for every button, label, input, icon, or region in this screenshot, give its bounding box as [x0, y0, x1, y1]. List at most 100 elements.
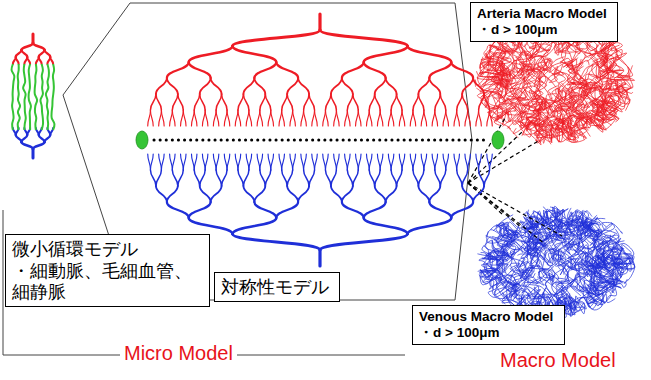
vessel — [568, 226, 597, 259]
vessel-branch — [172, 170, 177, 186]
vessel-branch — [150, 94, 155, 110]
vessel-branch — [364, 62, 386, 78]
vessel-branch — [222, 94, 227, 110]
vessel-branch — [408, 218, 452, 234]
vessel-branch — [457, 94, 462, 110]
vessel-branch — [429, 202, 451, 218]
vessel-branch — [484, 94, 489, 110]
vessel-branch — [243, 94, 248, 110]
vessel-branch — [167, 202, 189, 218]
box-text: Venous Macro Model — [419, 309, 553, 325]
vessel-branch — [161, 110, 164, 126]
vessel-branch — [331, 94, 336, 110]
vessel-branch — [325, 154, 328, 170]
vessel-branch — [161, 154, 164, 170]
micro-unit-figure — [12, 34, 55, 158]
vessel-branch — [243, 170, 248, 186]
mapping-line — [468, 183, 562, 236]
vessel-branch — [50, 57, 53, 64]
vessel-branch — [227, 154, 230, 170]
vessel — [553, 123, 575, 137]
vessel-branch — [200, 78, 211, 94]
vessel-branch — [451, 62, 473, 78]
vessel — [542, 98, 561, 131]
vessel-branch — [391, 154, 394, 170]
vessel — [577, 101, 607, 124]
vessel-branch — [369, 110, 372, 126]
vessel-branch — [216, 110, 219, 126]
vessel-branch — [440, 170, 445, 186]
vessel-branch — [331, 78, 342, 94]
vessel-branch — [249, 110, 252, 126]
vessel-branch — [479, 154, 482, 170]
vessel-branch — [271, 154, 274, 170]
vessel-branch — [189, 62, 211, 78]
vessel-branch — [462, 170, 467, 186]
vessel — [567, 261, 589, 282]
vessel-branch — [391, 170, 396, 186]
vessel — [520, 60, 549, 76]
vessel-branch — [233, 46, 277, 62]
vessel — [569, 71, 586, 103]
vessel-branch — [22, 135, 28, 142]
vessel-branch — [282, 154, 285, 170]
vessel-branch — [304, 154, 307, 170]
vessel — [524, 225, 552, 249]
vessel — [534, 66, 560, 86]
capillary-row — [136, 131, 504, 149]
vessel-branch — [222, 170, 227, 186]
vessel-branch — [473, 78, 484, 94]
vessel-branch — [200, 186, 211, 202]
vessel — [562, 281, 585, 314]
vessel-branch — [45, 50, 51, 57]
capillary — [35, 64, 38, 130]
vessel — [479, 60, 517, 76]
vessel-branch — [446, 110, 449, 126]
vessel — [561, 225, 575, 246]
vessel-branch — [39, 57, 42, 64]
vessel-branch — [375, 78, 386, 94]
vessel-branch — [320, 30, 408, 46]
vessel-branch — [408, 46, 452, 62]
vessel — [495, 55, 523, 90]
vessel-branch — [227, 110, 230, 126]
vessel-branch — [22, 142, 34, 149]
vessel-branch — [391, 110, 394, 126]
vessel-branch — [429, 78, 440, 94]
vessel-branch — [194, 110, 197, 126]
vessel — [496, 222, 520, 245]
vessel-branch — [342, 62, 364, 78]
vessel-branch — [391, 94, 396, 110]
vessel-branch — [336, 110, 339, 126]
vessel-branch — [276, 62, 298, 78]
vessel — [556, 266, 573, 300]
vessel-branch — [490, 110, 493, 126]
vessel-branch — [172, 110, 175, 126]
vessel — [584, 82, 601, 111]
vessel — [605, 248, 634, 269]
capillary — [51, 64, 54, 130]
vessel — [567, 60, 589, 85]
vessel-branch — [27, 57, 30, 64]
vessel-branch — [318, 250, 321, 266]
vessel-branch — [178, 170, 183, 186]
vessel — [580, 277, 605, 304]
vessel — [561, 95, 588, 116]
vessel-branch — [304, 170, 309, 186]
vessel-branch — [156, 170, 161, 186]
vessel-branch — [183, 154, 186, 170]
box-text: Arteria Macro Model — [477, 6, 607, 22]
vessel — [600, 54, 632, 76]
vessel-branch — [189, 46, 233, 62]
vessel — [515, 115, 547, 133]
vessel-branch — [479, 170, 484, 186]
vessel-branch — [446, 154, 449, 170]
vessel-branch — [358, 154, 361, 170]
capillary — [40, 64, 43, 130]
vessel-branch — [22, 50, 28, 57]
vessel-branch — [216, 170, 221, 186]
vessel-branch — [233, 218, 277, 234]
vessel — [488, 276, 515, 297]
capillary — [46, 64, 49, 130]
vessel-branch — [435, 94, 440, 110]
